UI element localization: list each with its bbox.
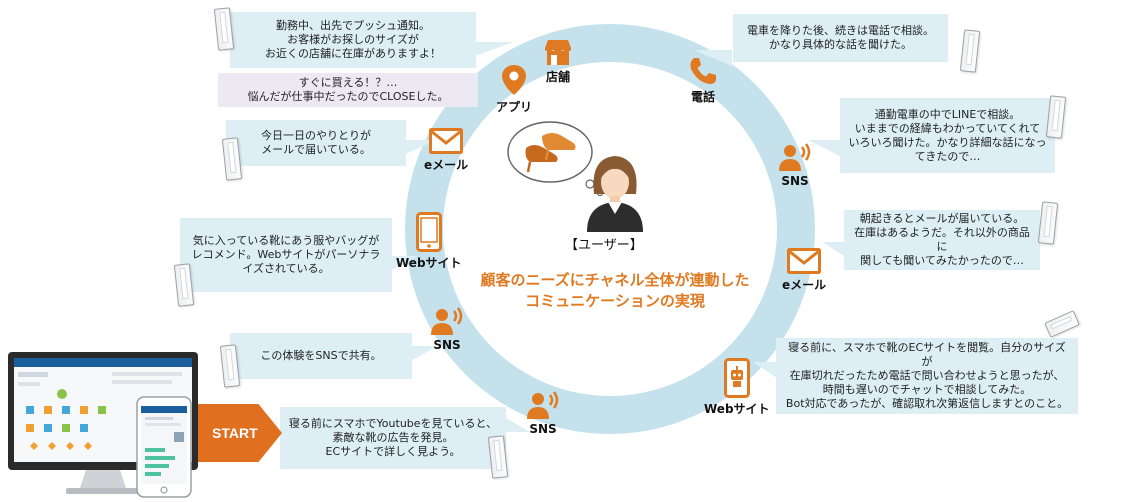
bubble-sns-share: この体験をSNSで共有。 <box>230 333 412 379</box>
bubble-tail <box>412 346 438 360</box>
node-app-label: アプリ <box>496 100 533 114</box>
bubble-recommend: 気に入っている靴にあう服やバッグが レコメンド。Webサイトがパーソナラ イズさ… <box>180 218 392 292</box>
node-store: 店舗 <box>543 38 573 85</box>
user-label: 【ユーザー】 <box>565 238 643 253</box>
smartphone-icon <box>1037 201 1059 245</box>
smartphone-illustration <box>136 396 192 498</box>
person-speaking-icon <box>779 143 811 171</box>
bubble-tail <box>822 242 844 256</box>
center-title: 顧客のニーズにチャネル全体が連動した コミュニケーションの実現 <box>480 271 750 310</box>
node-sns-left-label: SNS <box>433 338 461 352</box>
smartphone-icon <box>959 29 981 73</box>
bubble-email-right: 朝起きるとメールが届いている。 在庫はあるようだ。それ以外の商品に 関しても聞い… <box>844 210 1040 270</box>
start-label: START <box>212 425 258 441</box>
node-email-left-label: eメール <box>424 158 469 172</box>
node-email-left: eメール <box>424 128 468 173</box>
envelope-icon <box>787 248 822 274</box>
node-sns-left: SNS <box>430 306 464 352</box>
node-app: アプリ <box>496 64 532 115</box>
envelope-icon <box>429 128 464 154</box>
node-phone-label: 電話 <box>690 90 715 104</box>
node-website-left-label: Webサイト <box>396 256 462 270</box>
person-speaking-icon <box>527 391 559 419</box>
person-speaking-icon <box>431 307 463 335</box>
smartphone-icon <box>1045 95 1067 139</box>
node-store-label: 店舗 <box>545 70 570 84</box>
node-website-left: Webサイト <box>396 212 462 271</box>
phone-icon <box>690 58 716 84</box>
node-phone: 電話 <box>688 56 718 105</box>
smartphone-icon <box>415 212 442 252</box>
node-email-right-label: eメール <box>782 278 827 292</box>
bubble-youtube: 寝る前にスマホでYoutubeを見ていると、 素敵な靴の広告を発見。 ECサイト… <box>280 407 506 469</box>
bubble-tail <box>694 50 732 66</box>
bubble-tail <box>392 256 418 270</box>
node-email-right: eメール <box>782 248 826 293</box>
smartphone-bot-icon <box>723 358 750 398</box>
bubble-chat: 寝る前に、スマホで靴のECサイトを閲覧。自分のサイズが 在庫切れだったため電話で… <box>776 338 1078 414</box>
thought-bubble-shoes <box>507 121 604 197</box>
bubble-tail <box>506 418 530 432</box>
start-arrow: START <box>198 404 282 462</box>
woman-avatar-icon <box>587 156 643 232</box>
bubble-push-notification: 勤務中、出先でプッシュ通知。 お客様がお探しのサイズが お近くの店舗に在庫があり… <box>230 12 476 68</box>
bubble-email-left: 今日一日のやりとりが メールで届いている。 <box>226 120 406 166</box>
node-sns-bottom: SNS <box>526 390 560 436</box>
bubble-tail <box>475 42 513 56</box>
bubble-tail <box>808 140 840 156</box>
bubble-line-chat: 通勤電車の中でLINEで相談。 いままでの経緯もわかっていてくれて いろいろ聞け… <box>840 98 1055 173</box>
node-sns-right-label: SNS <box>781 174 809 188</box>
bubble-tail <box>406 140 436 154</box>
node-sns-bottom-label: SNS <box>529 422 557 436</box>
bubble-buy-now: すぐに買える！？… 悩んだが仕事中だったのでCLOSEした。 <box>218 73 478 107</box>
bubble-tail <box>753 362 777 378</box>
store-icon <box>545 40 571 65</box>
node-sns-right: SNS <box>778 142 812 188</box>
tablet-icon <box>1044 310 1080 338</box>
bubble-phone-call: 電車を降りた後、続きは電話で相談。 かなり具体的な話を聞けた。 <box>733 14 948 62</box>
map-pin-icon <box>502 65 526 95</box>
node-website-right: Webサイト <box>704 358 770 417</box>
shoes-icon <box>525 133 576 173</box>
node-website-right-label: Webサイト <box>704 402 770 416</box>
